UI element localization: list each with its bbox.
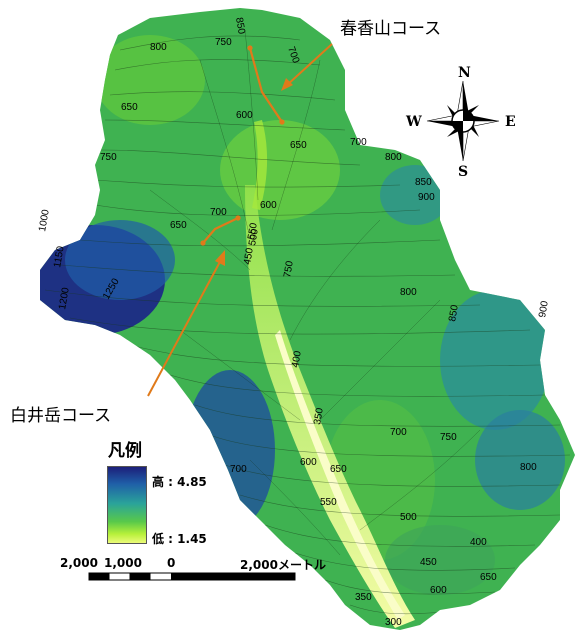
contour-label: 300 — [385, 617, 402, 628]
contour-label: 400 — [470, 537, 487, 548]
scale-label-1000: 1,000 — [104, 556, 142, 570]
scale-bar — [88, 572, 296, 581]
contour-label: 900 — [418, 192, 435, 203]
contour-label: 850 — [233, 17, 247, 36]
contour-label: 700 — [350, 137, 367, 148]
contour-label: 800 — [520, 462, 537, 473]
contour-label: 850 — [415, 177, 432, 188]
contour-label: 500 — [400, 512, 417, 523]
contour-label: 700 — [390, 427, 407, 438]
contour-label: 400 — [290, 350, 304, 369]
legend-low-label: 低 : 1.45 — [152, 532, 207, 546]
contour-label: 650 — [330, 464, 347, 475]
scale-label-2000-left: 2,000 — [60, 556, 98, 570]
contour-label: 800 — [150, 42, 167, 53]
contour-label: 550 — [320, 497, 337, 508]
contour-label: 650 — [480, 572, 497, 583]
contour-label: 800 — [400, 287, 417, 298]
contour-label: 750 — [440, 432, 457, 443]
compass-w: W — [405, 114, 422, 130]
scale-label-0: 0 — [167, 556, 176, 570]
contour-label: 500 — [247, 228, 261, 247]
legend-high-label: 高 : 4.85 — [152, 475, 207, 489]
compass-n: N — [458, 65, 471, 81]
compass-s: S — [458, 164, 468, 180]
contour-label: 1150 — [52, 245, 67, 269]
contour-label: 800 — [385, 152, 402, 163]
contour-label: 600 — [260, 200, 277, 211]
legend-title: 凡例 — [108, 441, 142, 461]
haruka-course-label: 春香山コース — [340, 19, 442, 39]
shirai-arrow-head — [215, 250, 225, 266]
contour-label: 750 — [282, 260, 296, 279]
legend-color-ramp — [107, 466, 147, 544]
compass-rose: N S E W — [405, 65, 516, 180]
watershed-basin — [40, 8, 575, 630]
contour-label: 750 — [100, 152, 117, 163]
contour-label: 600 — [430, 585, 447, 596]
scale-label-2000-right: 2,000メートル — [240, 558, 326, 572]
contour-label: 650 — [121, 102, 138, 113]
contour-label: 350 — [355, 592, 372, 603]
contour-label: 700 — [230, 464, 247, 475]
contour-label-group: 850 800 750 700 650 600 650 700 750 800 850 900 1000… — [37, 17, 551, 628]
contour-label: 450 — [420, 557, 437, 568]
contour-label: 1200 — [57, 286, 72, 310]
contour-label: 650 — [290, 140, 307, 151]
contour-label: 600 — [236, 110, 253, 121]
haruka-arrow-head — [281, 78, 293, 91]
contour-label: 900 — [537, 300, 551, 319]
shirai-arrow — [147, 257, 223, 397]
contour-label: 350 — [312, 407, 326, 426]
contour-label: 600 — [300, 457, 317, 468]
contour-label: 650 — [170, 220, 187, 231]
contour-label: 750 — [215, 37, 232, 48]
contour-label: 700 — [210, 207, 227, 218]
compass-e: E — [505, 114, 516, 130]
contour-label: 1000 — [37, 208, 52, 232]
haruka-route — [247, 43, 333, 125]
contour-label: 850 — [447, 304, 461, 323]
shirai-route — [147, 215, 241, 397]
shirai-course-label: 白井岳コース — [10, 406, 112, 426]
contour-label: 450 — [242, 247, 256, 266]
haruka-arrow — [285, 43, 333, 87]
contour-label: 550 — [246, 222, 260, 241]
